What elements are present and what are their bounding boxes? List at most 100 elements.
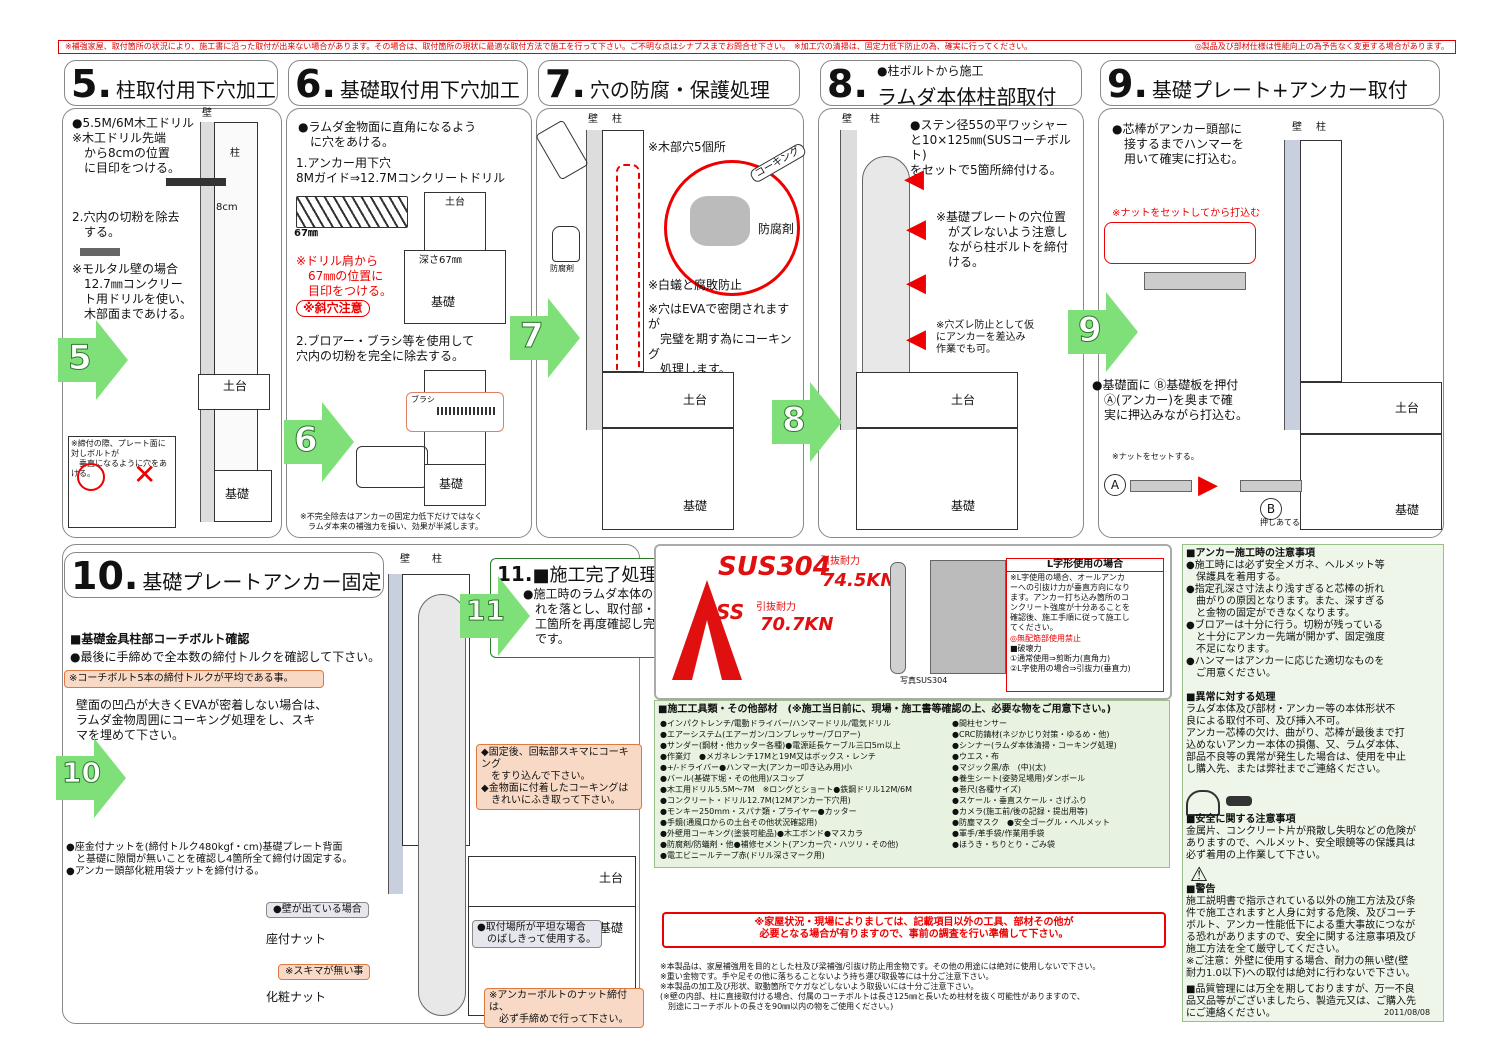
tool-item: ●シンナー(ラムダ本体清掃・コーキング処理) — [952, 741, 1117, 750]
step6-mm-label: 67㎜ — [294, 228, 318, 239]
step8-pretitle: ●柱ボルトから施工 — [877, 64, 984, 78]
blower-icon — [356, 446, 428, 488]
product-sus-value: 74.5KN — [822, 570, 896, 591]
step9-header: 9.基礎プレート+アンカー取付 — [1100, 60, 1440, 106]
step9-anchor-zoom — [1104, 222, 1256, 264]
step6-arrow: 6 — [284, 402, 354, 482]
step9-wall-label: 壁 — [1292, 122, 1302, 133]
step9-dodai-label: 土台 — [1395, 401, 1420, 415]
step5-text-drill: ●5.5M/6M木工ドリル ※木工ドリル先端 から8cmの位置 に目印をつける。 — [72, 116, 194, 175]
step7-dodai: 土台 — [602, 372, 734, 428]
warning-triangle-icon: ⚠ — [1190, 862, 1208, 886]
red-arrow-icon: ◀ — [906, 324, 926, 354]
step8-dodai: 土台 — [856, 372, 1018, 428]
step6-brush-label: ブラシ — [411, 395, 435, 404]
product-photo — [930, 560, 1006, 674]
tool-item: ●作業灯 ●メガネレンチ17Mと19M又はボックス・レンチ — [660, 752, 876, 761]
step11-arrow: 11 — [460, 576, 530, 656]
step6-kiso-box: 深さ67㎜ 基礎 — [404, 250, 506, 324]
tool-item: ●CRC防錆材(ネジかじり対策・ゆるめ・他) — [952, 730, 1110, 739]
tool-item: ●防腐剤/防蟻剤・他●補修セメント(アンカー穴・ハツリ・その他) — [660, 840, 899, 849]
step10-title: 基礎プレートアンカー固定 — [142, 570, 382, 594]
step5-kiso: 基礎 — [214, 470, 272, 522]
step9-wall — [1284, 140, 1301, 430]
step5-arrow: 5 — [58, 320, 128, 400]
step5-header: 5.柱取付用下穴加工 — [64, 60, 278, 106]
step11-title: ■施工完了処理 — [532, 565, 658, 586]
step7-dodai-label: 土台 — [683, 393, 708, 407]
tool-item: ●ウエス・布 — [952, 752, 999, 761]
step10-label-wall-out: ●壁が出ている場合 — [266, 902, 369, 918]
notes-safety-title: ■安全に関する注意事項 — [1186, 814, 1296, 825]
step10-dodai: 土台 — [468, 856, 636, 908]
step5-wall-label: 壁 — [202, 108, 212, 119]
top-notice-right: ◎製品及び部材仕様は性能向上の為予告なく変更する場合があります。 — [1194, 42, 1449, 51]
red-arrow-icon: ◀ — [904, 164, 924, 194]
step8-arrow-number: 8 — [782, 400, 807, 441]
tool-item: ●間柱センサー — [952, 719, 1007, 728]
step6-text-perp: ●ラムダ金物面に直角になるよう に穴をあける。 — [298, 120, 477, 149]
step10-lambda-body — [418, 594, 466, 1016]
step6-arrow-number: 6 — [294, 420, 319, 461]
tools-panel — [654, 700, 1170, 868]
step10-text-nuts: ●座金付ナットを(締付トルク480kgf・cm)基礎プレート背面 と基礎に隙間が… — [66, 842, 353, 877]
step5-title: 柱取付用下穴加工 — [115, 78, 276, 102]
step10-note-caulk: ◆固定後、回転部スキマにコーキング をすり込んで下さい。 ◆金物面に付着したコー… — [476, 744, 642, 810]
notes-warning-title: ■警告 — [1186, 884, 1216, 895]
step9-number: 9. — [1107, 62, 1148, 106]
step5-text-mortar: ※モルタル壁の場合 12.7㎜コンクリー ト用ドリルを使い、 木部面まであける。 — [72, 262, 193, 321]
step10-text-torque: ●最後に手締めで全本数の締付トルクを確認して下さい。 — [70, 650, 381, 664]
anchor-small-icon — [1130, 480, 1192, 492]
step6-kiso2: 基礎 — [424, 464, 486, 506]
step6-brush-box: ブラシ — [406, 392, 504, 432]
step9-title: 基礎プレート+アンカー取付 — [1151, 78, 1408, 102]
product-ss-value: 70.7KN — [760, 614, 834, 635]
top-notice: ※補強家屋、取付箇所の状況により、施工書に沿った取付が出来ない場合があります。そ… — [58, 40, 1456, 54]
product-lambda-icon — [890, 562, 906, 674]
notes-safety-text: 金属片、コンクリート片が飛散し失明などの危険が ありますので、ヘルメット、安全眼… — [1186, 826, 1416, 861]
tool-item: ●エアーシステム(エアーガン/コンプレッサー/ブロアー) — [660, 730, 861, 739]
step8-wall — [840, 130, 857, 430]
step6-kiso-label: 基礎 — [431, 295, 456, 309]
step6-drill-bit-icon — [296, 196, 408, 228]
tool-item: ●スケール・垂直スケール・さげふり — [952, 796, 1087, 805]
anchor-small-icon — [1240, 480, 1302, 492]
step5-text-chips: 2.穴内の切粉を除去 する。 — [72, 210, 180, 239]
step10-dodai-label: 土台 — [599, 871, 624, 885]
step7-text-termite: ※白蟻と腐敗防止 — [648, 278, 743, 292]
step9-pillar — [1300, 140, 1342, 382]
step6-text-drill: 1.アンカー用下穴 8Mガイド⇒12.7Mコンクリートドリル — [296, 156, 506, 185]
ng-cross-icon: ✕ — [133, 458, 157, 491]
step5-drill-bit — [166, 178, 226, 186]
step5-number: 5. — [71, 62, 112, 106]
step5-dodai-label: 土台 — [223, 379, 248, 393]
product-ss-label: SS — [716, 600, 745, 624]
goggles-icon — [1226, 796, 1252, 806]
step9-text-set-nut: ※ナットをセットする。 — [1112, 452, 1199, 461]
tool-item: ●巻尺(各種サイズ) — [952, 785, 1021, 794]
warn-box: ※家屋状況・現場によりましては、記載項目以外の工具、部材その他が 必要となる場合… — [662, 912, 1166, 948]
notes-date: 2011/08/08 — [1384, 1008, 1431, 1017]
step10-arrow: 10 — [56, 738, 126, 818]
step10-heading-check: ■基礎金具柱部コーチボルト確認 — [70, 632, 250, 646]
l-shape-force-2: ②L字使用の場合⇒引抜力(垂直力) — [1010, 664, 1131, 673]
step8-pillar-label: 柱 — [870, 114, 880, 125]
helmet-icon — [1186, 790, 1220, 816]
step7-number: 7. — [545, 62, 586, 106]
tool-item: ●インパクトレンチ/電動ドライバー/ハンマードリル/電気ドリル — [660, 719, 891, 728]
step9-text-hammer: ●芯棒がアンカー頭部に 接するまでハンマーを 用いて確実に打込む。 — [1112, 122, 1245, 166]
step5-kiso-label: 基礎 — [225, 487, 250, 501]
step10-number: 10. — [71, 554, 139, 598]
step8-text-align: ※基礎プレートの穴位置 がズレないよう注意し ながら柱ボルトを締付 ける。 — [936, 210, 1069, 269]
step10-wall — [388, 574, 403, 894]
product-sus-strength-label: 引抜耐力 — [820, 556, 860, 567]
step6-dodai-label: 土台 — [445, 197, 465, 208]
tool-item: ●カメラ(施工前/後の記録・提出用等) — [952, 807, 1088, 816]
step7-agent-bottle-label: 防腐剤 — [550, 264, 574, 273]
step10-note-flat: ●取付場所が平坦な場合 のばしきって使用する。 — [472, 920, 602, 948]
step8-header: 8. ●柱ボルトから施工 ラムダ本体柱部取付 — [820, 60, 1082, 109]
step6-text-mark: ※ドリル肩から 67㎜の位置に 目印をつける。 — [296, 254, 393, 298]
notes-abnormal-title: ■異常に対する処理 — [1186, 692, 1276, 703]
step8-dodai-label: 土台 — [951, 393, 976, 407]
step8-kiso: 基礎 — [856, 428, 1018, 530]
